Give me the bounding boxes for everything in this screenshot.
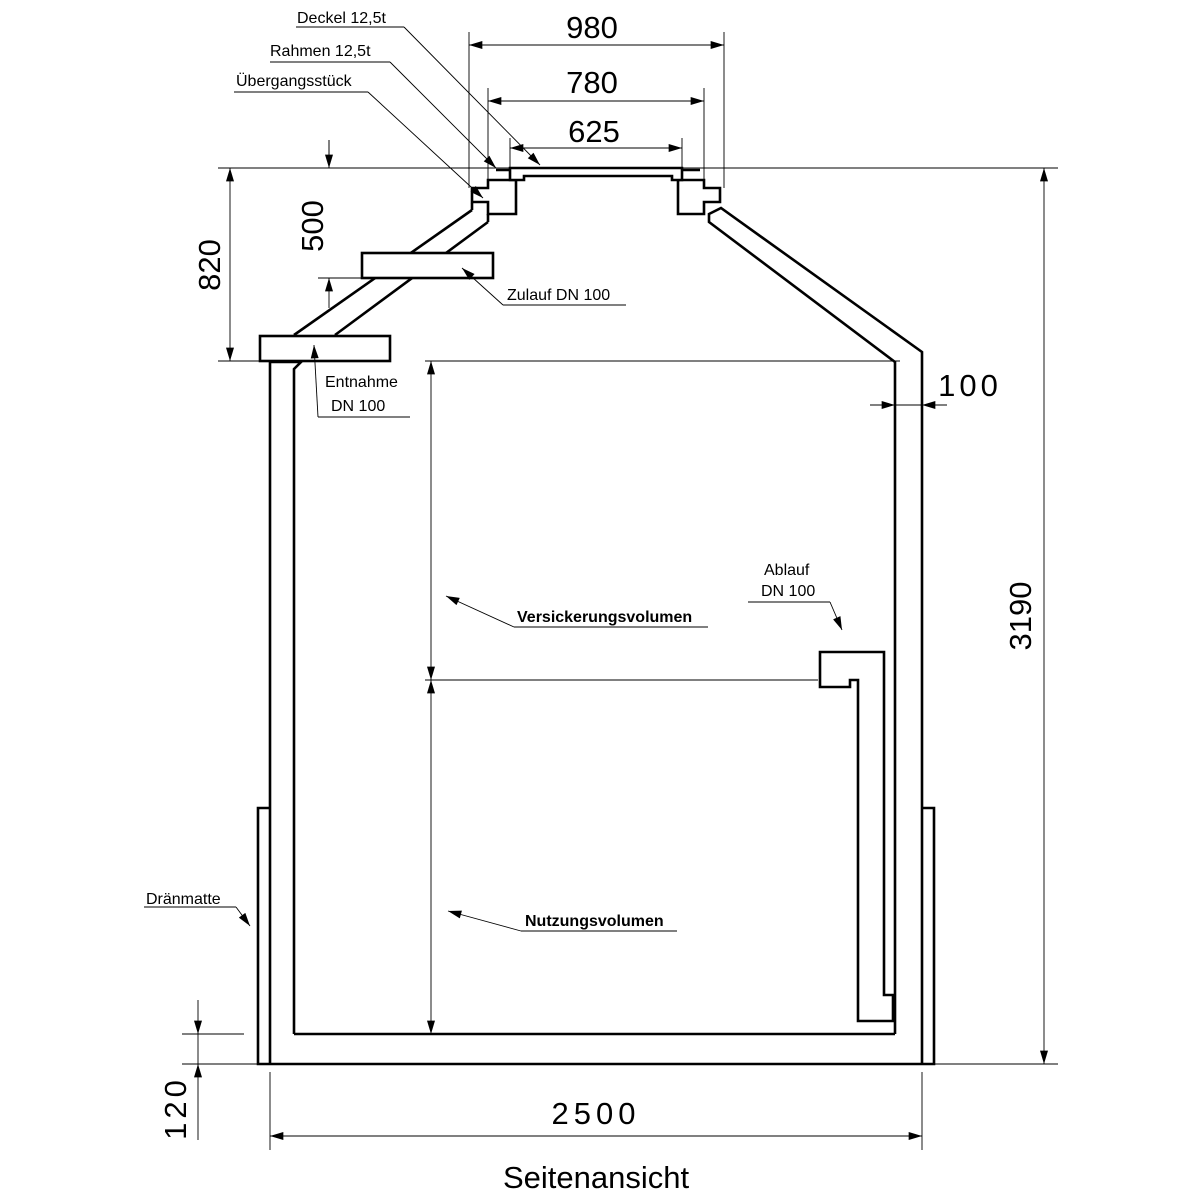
label-ablauf-text-1: Ablauf xyxy=(764,562,810,579)
dim-820-value: 820 xyxy=(192,239,227,291)
label-entnahme-text-2: DN 100 xyxy=(331,398,385,415)
dim-120-value: 120 xyxy=(158,1076,193,1140)
label-deckel: Deckel 12,5t xyxy=(296,10,541,166)
label-deckel-text: Deckel 12,5t xyxy=(297,10,386,27)
label-entnahme-text-1: Entnahme xyxy=(325,374,398,391)
draenmatte-left xyxy=(256,806,270,1066)
label-uebergang-text: Übergangsstück xyxy=(236,72,353,90)
tank-wall-right-and-cone xyxy=(707,206,924,1064)
label-zulauf-text: Zulauf DN 100 xyxy=(507,287,610,304)
dim-625-value: 625 xyxy=(568,114,620,149)
deckel xyxy=(508,166,684,182)
dim-625: 625 xyxy=(509,114,683,152)
ablauf-pipe xyxy=(818,650,895,1023)
label-versickerung: Versickerungsvolumen xyxy=(445,595,708,628)
dim-820: 820 xyxy=(192,167,234,361)
dim-2500-value: 2500 xyxy=(552,1096,641,1131)
label-rahmen: Rahmen 12,5t xyxy=(270,43,497,169)
draenmatte-right xyxy=(922,806,936,1066)
dim-980: 980 xyxy=(469,10,725,49)
dim-980-value: 980 xyxy=(566,10,618,45)
dim-100-value: 100 xyxy=(938,368,1002,403)
label-nutzung: Nutzungsvolumen xyxy=(447,910,677,932)
dim-100: 100 xyxy=(870,368,1002,409)
dim-780-value: 780 xyxy=(566,65,618,100)
label-draenmatte: Dränmatte xyxy=(144,891,251,927)
dim-3190-value: 3190 xyxy=(1003,582,1038,651)
label-ablauf: Ablauf DN 100 xyxy=(748,562,843,631)
label-uebergang: Übergangsstück xyxy=(234,72,484,199)
zulauf-pipe xyxy=(360,251,495,280)
label-nutzung-text: Nutzungsvolumen xyxy=(525,913,664,930)
tank-wall-left xyxy=(268,360,305,1064)
dim-780: 780 xyxy=(488,65,705,105)
label-entnahme: Entnahme DN 100 xyxy=(310,344,410,418)
dim-3190: 3190 xyxy=(1003,167,1048,1064)
dim-500-value: 500 xyxy=(295,200,330,252)
drawing-title: Seitenansicht xyxy=(503,1160,690,1195)
label-draenmatte-text: Dränmatte xyxy=(146,891,221,908)
dim-2500: 2500 xyxy=(270,1096,923,1140)
label-zulauf: Zulauf DN 100 xyxy=(461,267,626,306)
extension-lines xyxy=(182,32,1058,1150)
entnahme-pipe xyxy=(258,334,392,363)
dim-500: 500 xyxy=(295,140,333,308)
tank-floor xyxy=(270,1032,922,1066)
label-rahmen-text: Rahmen 12,5t xyxy=(270,43,371,60)
label-ablauf-text-2: DN 100 xyxy=(761,583,815,600)
uebergangsstueck-right xyxy=(676,178,722,216)
label-versickerung-text: Versickerungsvolumen xyxy=(517,609,692,626)
dim-120: 120 xyxy=(158,1000,202,1140)
uebergangsstueck-left xyxy=(470,178,518,216)
